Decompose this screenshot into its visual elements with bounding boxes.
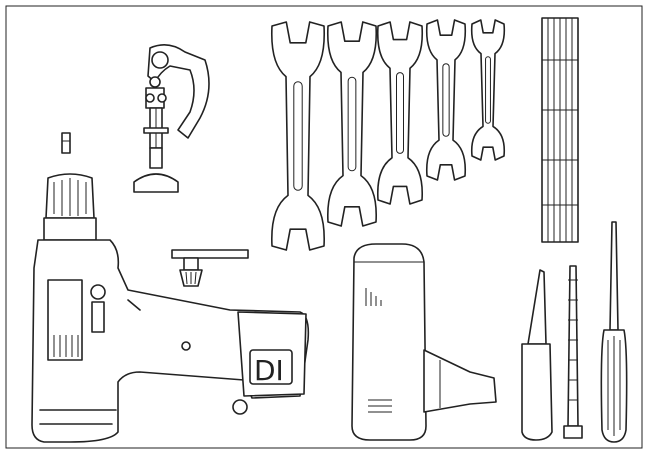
drill-icon: DI: [31, 173, 310, 443]
wrench-set: [270, 19, 506, 251]
screwdriver-icon: [600, 221, 628, 443]
wrench-3-icon: [376, 21, 424, 205]
knife-icon: [521, 269, 553, 441]
cable-tie-icon: [563, 265, 583, 439]
drill-badge-text: DI: [254, 354, 284, 387]
folding-ruler-icon: [541, 17, 579, 243]
wrench-4-icon: [425, 19, 467, 181]
wrench-2-icon: [326, 21, 378, 227]
glue-gun-icon: [351, 243, 497, 441]
wrench-1-icon: [270, 21, 326, 251]
pipe-cutter-icon: [133, 44, 210, 193]
wrench-5-icon: [470, 19, 506, 161]
chuck-key-icon: [171, 249, 249, 287]
frame-border: [5, 5, 643, 449]
drill-bit-icon: [61, 132, 71, 154]
